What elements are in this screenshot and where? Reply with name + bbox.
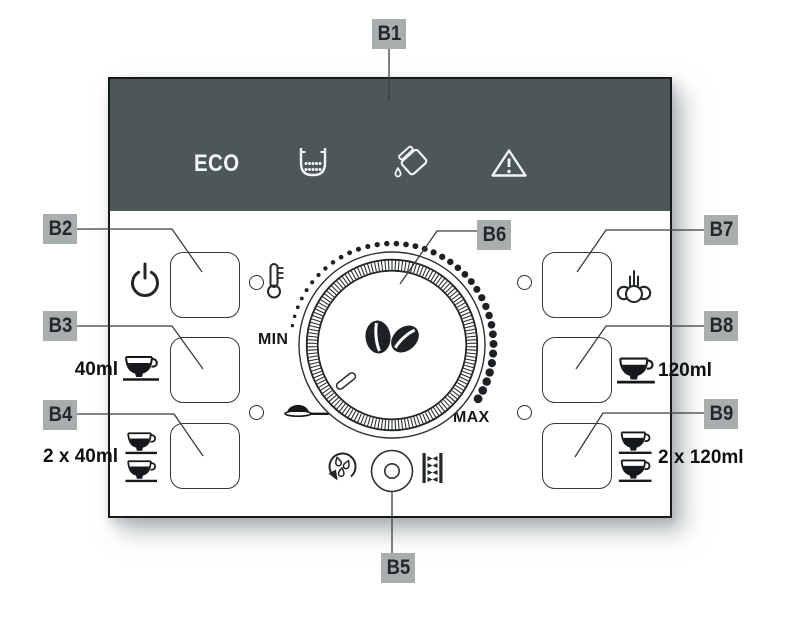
callout-b3: B3 [43,311,77,341]
power-button[interactable] [170,252,240,318]
callout-b9: B9 [704,399,738,429]
double-coffee-button[interactable] [542,423,612,489]
descale-icon [422,453,443,483]
volume-label-2x120ml: 2 x 120ml [658,447,744,468]
dial-max-label: MAX [453,409,490,426]
power-icon [131,262,159,297]
espresso-cup-icon [123,356,159,381]
temperature-icon [267,263,284,299]
single-coffee-button[interactable] [542,337,612,403]
maintenance-button[interactable] [368,447,416,495]
callout-b5: B5 [381,553,415,583]
volume-label-120ml: 120ml [658,360,712,381]
double-espresso-button[interactable] [170,423,240,489]
single-espresso-button[interactable] [170,337,240,403]
grounds-container-icon [299,148,327,177]
steam-icon [616,270,652,304]
coffee-beans-icon [365,320,419,354]
volume-label-40ml: 40ml [74,359,118,380]
warning-icon [491,149,527,177]
callout-b7: B7 [704,215,738,245]
callout-b6: B6 [477,220,511,250]
rotary-dial [290,240,498,439]
volume-label-2x40ml: 2 x 40ml [43,446,118,467]
dial-position-marker [335,372,357,390]
steam-led [517,275,532,290]
steam-button[interactable] [542,252,612,318]
temperature-led [249,275,264,290]
dial-min-label: MIN [258,331,289,348]
callout-b2: B2 [43,214,77,244]
rinse-icon [328,452,357,481]
callout-b8: B8 [704,311,738,341]
coffee-cup-icon [617,357,655,384]
refill-water-icon [394,145,428,178]
double-coffee-led [517,405,532,420]
coffee-cup-icon [618,431,652,455]
callout-b1: B1 [372,19,406,49]
ground-coffee-spoon-icon [284,404,329,417]
espresso-cup-icon [125,460,157,483]
display-area [110,79,670,211]
callout-b4: B4 [43,400,77,430]
eco-indicator: ECO [194,150,240,177]
coffee-cup-icon [618,459,652,483]
rotary-dial-knob[interactable] [298,251,486,439]
espresso-cup-icon [125,432,157,455]
ground-coffee-led [249,405,264,420]
